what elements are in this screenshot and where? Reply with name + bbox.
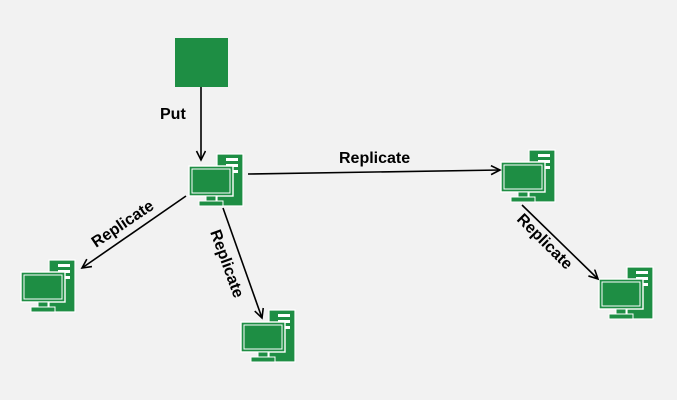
replicate-label-center-down: Replicate [206,228,246,301]
replicate-arrow-right-down [521,204,598,279]
replicate-arrow-center-left [82,195,187,268]
replicate-label-center-left: Replicate [89,197,158,251]
computer-icon [500,149,556,203]
put-label: Put [160,106,186,123]
computer-icon [20,259,76,313]
source-block [175,38,228,87]
computer-icon [598,266,654,320]
replicate-label-right-down: Replicate [513,211,575,273]
computer-icon [188,153,244,207]
replicate-label-center-right: Replicate [339,150,410,167]
computer-icon [240,309,296,363]
replicate-arrow-center-right [247,170,500,174]
replicate-arrow-center-down [222,207,262,318]
